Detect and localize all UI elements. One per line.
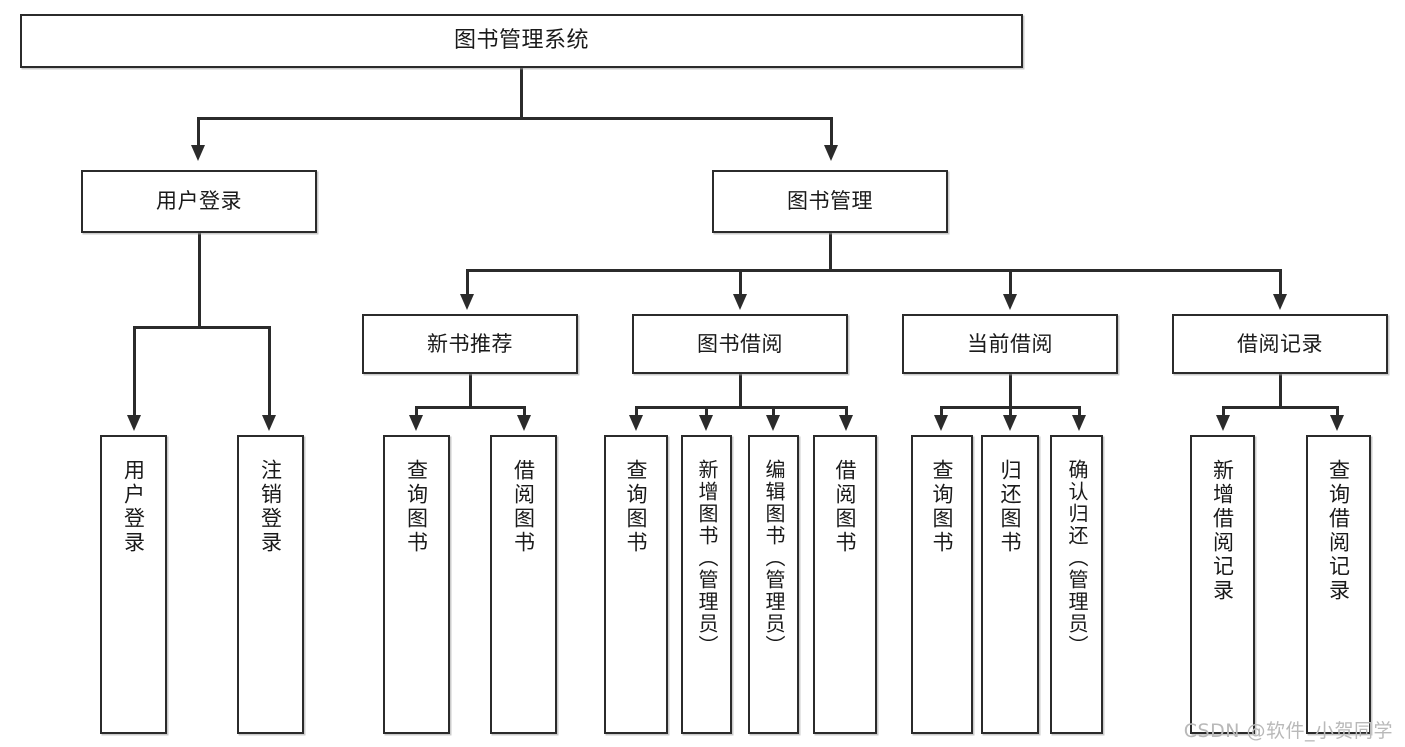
arrowhead-book-manage <box>824 145 838 161</box>
connector-nbr-to-leaf1 <box>415 406 418 416</box>
node-leaf-edit-book-label: 编辑图书（管理员） <box>762 459 786 657</box>
node-leaf-user-login[interactable]: 用户登录 <box>100 435 167 734</box>
watermark-text: CSDN @软件_小贺同学 <box>1183 720 1393 742</box>
node-leaf-query-book-1-label: 查询图书 <box>404 459 429 555</box>
node-leaf-add-book[interactable]: 新增图书（管理员） <box>681 435 732 734</box>
connector-root-to-user-login <box>197 117 200 147</box>
connector-nbr-bus <box>415 406 525 409</box>
connector-bb-to-leaf1 <box>635 406 638 416</box>
node-borrow-record-label: 借阅记录 <box>1237 331 1323 356</box>
arrowhead-leaf-confirm-return <box>1072 415 1086 431</box>
arrowhead-leaf-query-book-3 <box>934 415 948 431</box>
node-leaf-user-logout[interactable]: 注销登录 <box>237 435 304 734</box>
node-leaf-borrow-book-2[interactable]: 借阅图书 <box>813 435 877 734</box>
node-leaf-borrow-book-2-label: 借阅图书 <box>833 459 858 555</box>
connector-cb-to-leaf1 <box>940 406 943 416</box>
connector-bm-to-current-borrow <box>1009 269 1012 296</box>
node-book-manage[interactable]: 图书管理 <box>712 170 948 233</box>
node-user-login-label: 用户登录 <box>156 189 242 214</box>
node-user-login[interactable]: 用户登录 <box>81 170 317 233</box>
connector-root-stem <box>520 68 523 118</box>
node-leaf-return-book[interactable]: 归还图书 <box>981 435 1039 734</box>
connector-br-bus <box>1222 406 1338 409</box>
connector-nbr-to-leaf2 <box>523 406 526 416</box>
node-leaf-confirm-return[interactable]: 确认归还（管理员） <box>1050 435 1103 734</box>
arrowhead-new-book-rec <box>460 294 474 310</box>
node-leaf-confirm-return-label: 确认归还（管理员） <box>1065 459 1089 657</box>
connector-cb-stem <box>1009 374 1012 407</box>
connector-bm-to-book-borrow <box>739 269 742 296</box>
arrowhead-borrow-record <box>1273 294 1287 310</box>
node-leaf-query-book-1[interactable]: 查询图书 <box>383 435 450 734</box>
connector-cb-to-leaf2 <box>1009 406 1012 416</box>
connector-user-login-stem <box>198 233 201 327</box>
node-leaf-add-record-label: 新增借阅记录 <box>1210 459 1235 603</box>
arrowhead-leaf-return-book <box>1003 415 1017 431</box>
arrowhead-leaf-borrow-book-1 <box>517 415 531 431</box>
connector-bm-to-new-book-rec <box>466 269 469 296</box>
node-leaf-borrow-book-1-label: 借阅图书 <box>511 459 536 555</box>
connector-bb-stem <box>739 374 742 407</box>
arrowhead-book-borrow <box>733 294 747 310</box>
connector-bb-to-leaf3 <box>772 406 775 416</box>
node-leaf-query-record[interactable]: 查询借阅记录 <box>1306 435 1371 734</box>
connector-bb-bus <box>635 406 847 409</box>
connector-br-stem <box>1279 374 1282 407</box>
arrowhead-leaf-user-login <box>127 415 141 431</box>
node-leaf-add-book-label: 新增图书（管理员） <box>695 459 719 657</box>
connector-book-manage-bus <box>466 269 1281 272</box>
node-borrow-record[interactable]: 借阅记录 <box>1172 314 1388 374</box>
node-leaf-edit-book[interactable]: 编辑图书（管理员） <box>748 435 799 734</box>
node-book-borrow-label: 图书借阅 <box>697 331 783 356</box>
node-root-label: 图书管理系统 <box>453 28 589 54</box>
connector-book-manage-stem <box>829 233 832 270</box>
connector-user-login-to-leaf2 <box>268 326 271 416</box>
node-leaf-user-login-label: 用户登录 <box>121 459 146 555</box>
arrowhead-current-borrow <box>1003 294 1017 310</box>
node-current-borrow[interactable]: 当前借阅 <box>902 314 1118 374</box>
node-leaf-query-book-2[interactable]: 查询图书 <box>604 435 668 734</box>
node-leaf-return-book-label: 归还图书 <box>998 459 1023 555</box>
arrowhead-user-login <box>191 145 205 161</box>
node-root[interactable]: 图书管理系统 <box>20 14 1023 68</box>
node-leaf-query-record-label: 查询借阅记录 <box>1326 459 1351 603</box>
node-leaf-add-record[interactable]: 新增借阅记录 <box>1190 435 1255 734</box>
node-leaf-user-logout-label: 注销登录 <box>258 459 283 555</box>
arrowhead-leaf-query-book-2 <box>629 415 643 431</box>
connector-root-to-book-manage <box>830 117 833 147</box>
connector-cb-to-leaf3 <box>1078 406 1081 416</box>
node-new-book-rec[interactable]: 新书推荐 <box>362 314 578 374</box>
connector-bm-to-borrow-record <box>1279 269 1282 296</box>
connector-bb-to-leaf4 <box>845 406 848 416</box>
arrowhead-leaf-add-book <box>699 415 713 431</box>
node-leaf-borrow-book-1[interactable]: 借阅图书 <box>490 435 557 734</box>
arrowhead-leaf-query-record <box>1330 415 1344 431</box>
node-book-manage-label: 图书管理 <box>787 189 873 214</box>
node-new-book-rec-label: 新书推荐 <box>427 331 513 356</box>
node-book-borrow[interactable]: 图书借阅 <box>632 314 848 374</box>
connector-br-to-leaf2 <box>1336 406 1339 416</box>
node-leaf-query-book-3-label: 查询图书 <box>930 459 955 555</box>
arrowhead-leaf-edit-book <box>766 415 780 431</box>
arrowhead-leaf-query-book-1 <box>409 415 423 431</box>
connector-root-bus <box>197 117 833 120</box>
arrowhead-leaf-add-record <box>1216 415 1230 431</box>
connector-user-login-to-leaf1 <box>133 326 136 416</box>
arrowhead-leaf-borrow-book-2 <box>839 415 853 431</box>
arrowhead-leaf-user-logout <box>262 415 276 431</box>
connector-bb-to-leaf2 <box>705 406 708 416</box>
node-leaf-query-book-3[interactable]: 查询图书 <box>911 435 973 734</box>
node-current-borrow-label: 当前借阅 <box>967 331 1053 356</box>
connector-nbr-stem <box>469 374 472 407</box>
node-leaf-query-book-2-label: 查询图书 <box>624 459 649 555</box>
connector-br-to-leaf1 <box>1222 406 1225 416</box>
connector-user-login-bus <box>133 326 270 329</box>
